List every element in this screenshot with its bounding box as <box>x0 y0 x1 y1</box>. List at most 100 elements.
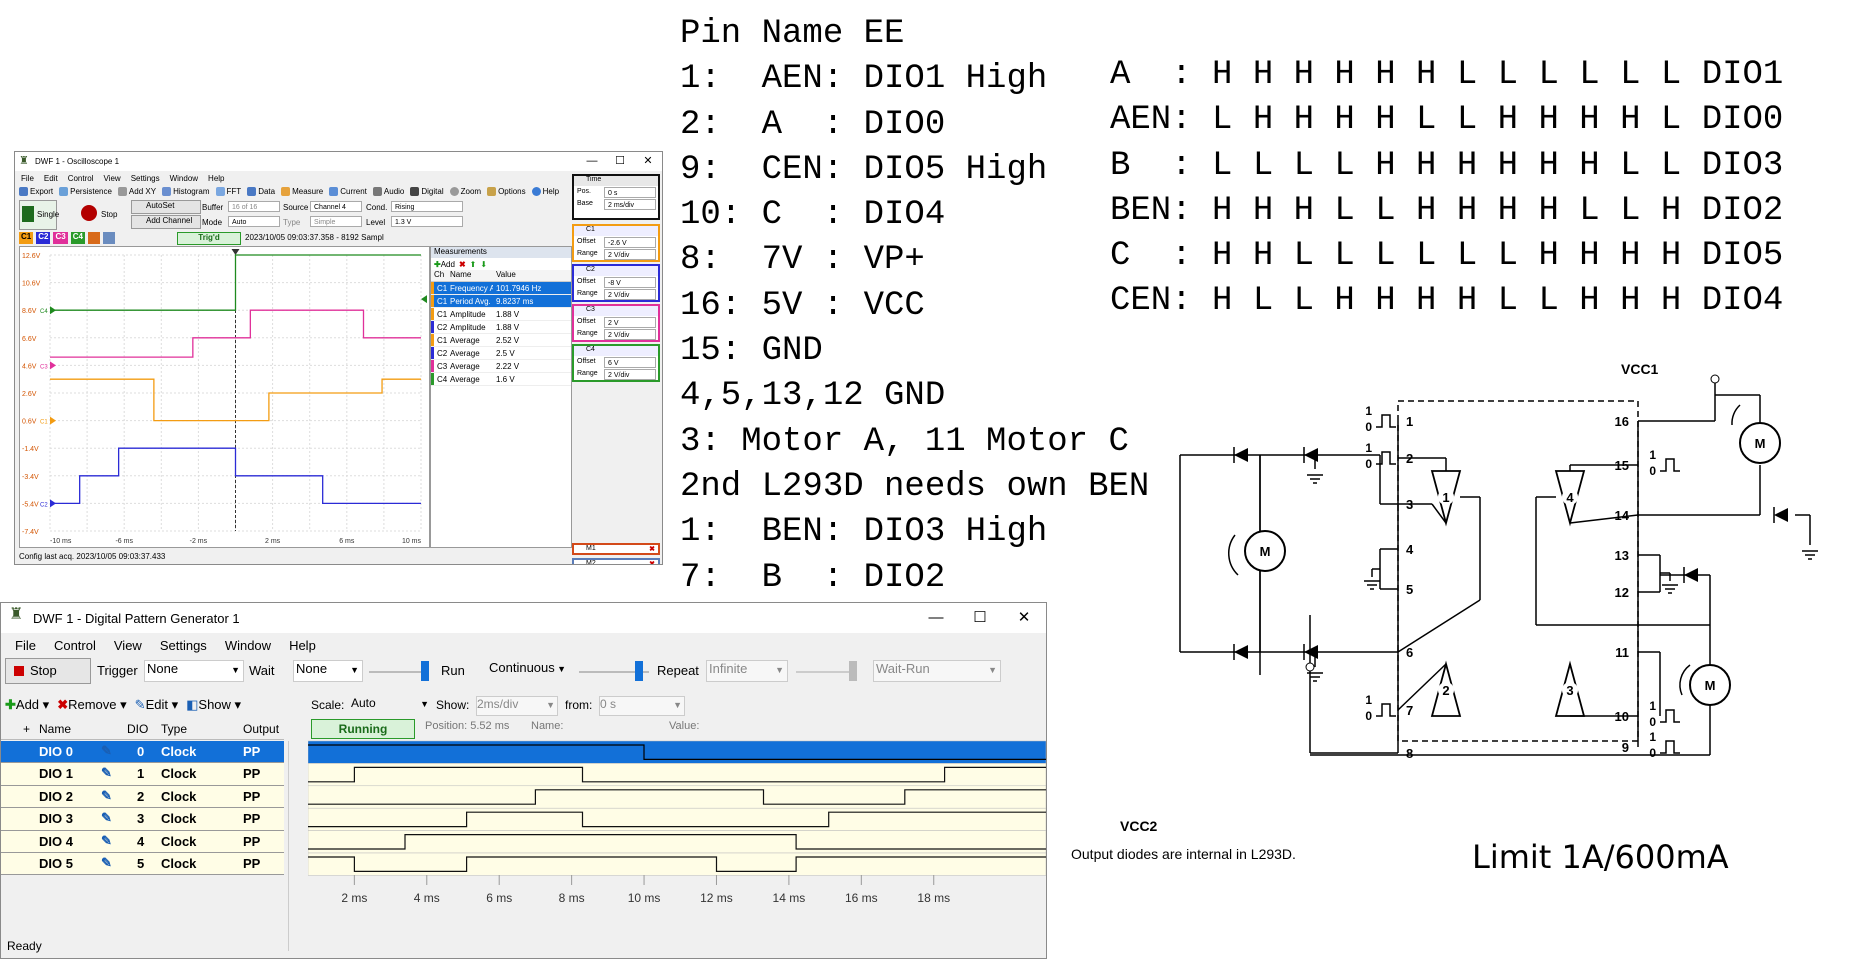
maximize-icon[interactable]: ☐ <box>973 609 987 626</box>
maximize-icon[interactable]: ☐ <box>615 155 625 167</box>
level-field[interactable]: 1.3 V <box>391 216 463 227</box>
close-icon[interactable]: ✖ <box>649 561 655 565</box>
edit-pencil-icon[interactable]: ✎ <box>101 832 112 848</box>
menu-window[interactable]: Window <box>169 173 199 183</box>
math-panel-m1[interactable]: M1✖ <box>572 543 660 555</box>
move-up-icon[interactable]: ⬆ <box>469 259 477 269</box>
close-icon[interactable]: ✖ <box>649 546 655 553</box>
edit-pencil-icon[interactable]: ✎ <box>101 810 112 826</box>
menu-window[interactable]: Window <box>224 637 272 653</box>
channel-offset-marker[interactable] <box>50 416 56 425</box>
minimize-icon[interactable]: — <box>928 609 944 626</box>
export-button[interactable]: Export <box>19 186 53 196</box>
delete-icon[interactable]: ✖ <box>458 259 466 269</box>
offset-field[interactable]: 6 V <box>604 357 656 368</box>
add-signal-button[interactable]: ✚Add ▾ <box>5 697 50 712</box>
wait-slider[interactable] <box>369 671 429 673</box>
digital-button[interactable]: Digital <box>410 186 444 196</box>
channel-c2-button[interactable]: C2 <box>36 232 51 244</box>
list-scrollbar[interactable] <box>288 741 299 951</box>
edit-pencil-icon[interactable]: ✎ <box>101 743 112 758</box>
histogram-button[interactable]: Histogram <box>162 186 210 196</box>
channel-offset-marker[interactable] <box>50 499 56 508</box>
ref-channel-button[interactable] <box>102 232 115 244</box>
column-type[interactable]: Type <box>161 722 188 736</box>
help-button[interactable]: Help <box>531 186 559 196</box>
remove-signal-button[interactable]: ✖Remove ▾ <box>57 697 127 712</box>
menu-view[interactable]: View <box>103 173 121 183</box>
wait-slider-thumb[interactable] <box>421 661 429 681</box>
menu-control[interactable]: Control <box>67 173 94 183</box>
audio-button[interactable]: Audio <box>372 186 404 196</box>
current-button[interactable]: Current <box>329 186 367 196</box>
wait-select[interactable]: None▼ <box>293 660 363 682</box>
waitrun-select[interactable]: Wait-Run▼ <box>873 660 1001 682</box>
offset-field[interactable]: -8 V <box>604 277 656 288</box>
edit-pencil-icon[interactable]: ✎ <box>101 855 112 870</box>
add-xy-button[interactable]: Add XY <box>117 186 156 196</box>
channel-offset-marker[interactable] <box>50 306 56 315</box>
stop-button[interactable]: Stop <box>5 658 91 684</box>
options-button[interactable]: Options <box>487 186 526 196</box>
edit-pencil-icon[interactable]: ✎ <box>101 765 112 781</box>
menu-help[interactable]: Help <box>208 173 225 183</box>
mode-select[interactable]: Auto <box>228 216 280 227</box>
math-channel-button[interactable] <box>87 232 100 244</box>
repeat-slider[interactable] <box>796 671 856 673</box>
repeat-slider-thumb[interactable] <box>849 661 857 681</box>
menu-settings[interactable]: Settings <box>130 173 160 183</box>
range-field[interactable]: 2 V/div <box>604 249 656 260</box>
menu-settings[interactable]: Settings <box>159 637 207 653</box>
range-field[interactable]: 2 V/div <box>604 369 656 380</box>
trigger-position-icon[interactable] <box>231 249 240 255</box>
from-select[interactable]: 0 s▼ <box>599 696 685 716</box>
repeat-select[interactable]: Infinite▼ <box>706 660 788 682</box>
edit-pencil-icon[interactable]: ✎ <box>101 787 112 803</box>
trigger-level-icon[interactable] <box>421 295 427 304</box>
column-name[interactable]: Name <box>39 722 72 736</box>
run-select[interactable]: Continuous▼ <box>487 660 569 680</box>
close-icon[interactable]: ✕ <box>1017 609 1031 626</box>
buffer-field[interactable]: 16 of 16 <box>228 201 280 212</box>
time-base-field[interactable]: 2 ms/div <box>604 199 656 210</box>
cond-select[interactable]: Rising <box>391 201 463 212</box>
run-slider-thumb[interactable] <box>635 661 643 681</box>
trigger-select[interactable]: None▼ <box>144 660 244 682</box>
minimize-icon[interactable]: — <box>586 155 598 167</box>
show-time-select[interactable]: 2ms/div▼ <box>476 696 558 716</box>
column-output[interactable]: Output <box>243 722 280 736</box>
data-button[interactable]: Data <box>247 186 275 196</box>
math-panel-m2[interactable]: M2✖ <box>572 558 660 565</box>
type-select[interactable]: Simple <box>310 216 362 227</box>
stop-button[interactable]: Stop <box>77 200 125 228</box>
menu-view[interactable]: View <box>113 637 142 653</box>
channel-c4-button[interactable]: C4 <box>70 232 85 244</box>
zoom-button[interactable]: Zoom <box>449 186 481 196</box>
channel-c3-button[interactable]: C3 <box>53 232 68 244</box>
persistence-button[interactable]: Persistence <box>59 186 112 196</box>
menu-control[interactable]: Control <box>53 637 96 653</box>
menu-file[interactable]: File <box>21 173 34 183</box>
measure-button[interactable]: Measure <box>281 186 323 196</box>
scale-select[interactable]: Auto▼ <box>351 696 431 714</box>
range-field[interactable]: 2 V/div <box>604 289 656 300</box>
fft-button[interactable]: FFT <box>215 186 241 196</box>
autoset-button[interactable]: AutoSet <box>131 200 201 214</box>
time-pos-field[interactable]: 0 s <box>604 187 656 198</box>
